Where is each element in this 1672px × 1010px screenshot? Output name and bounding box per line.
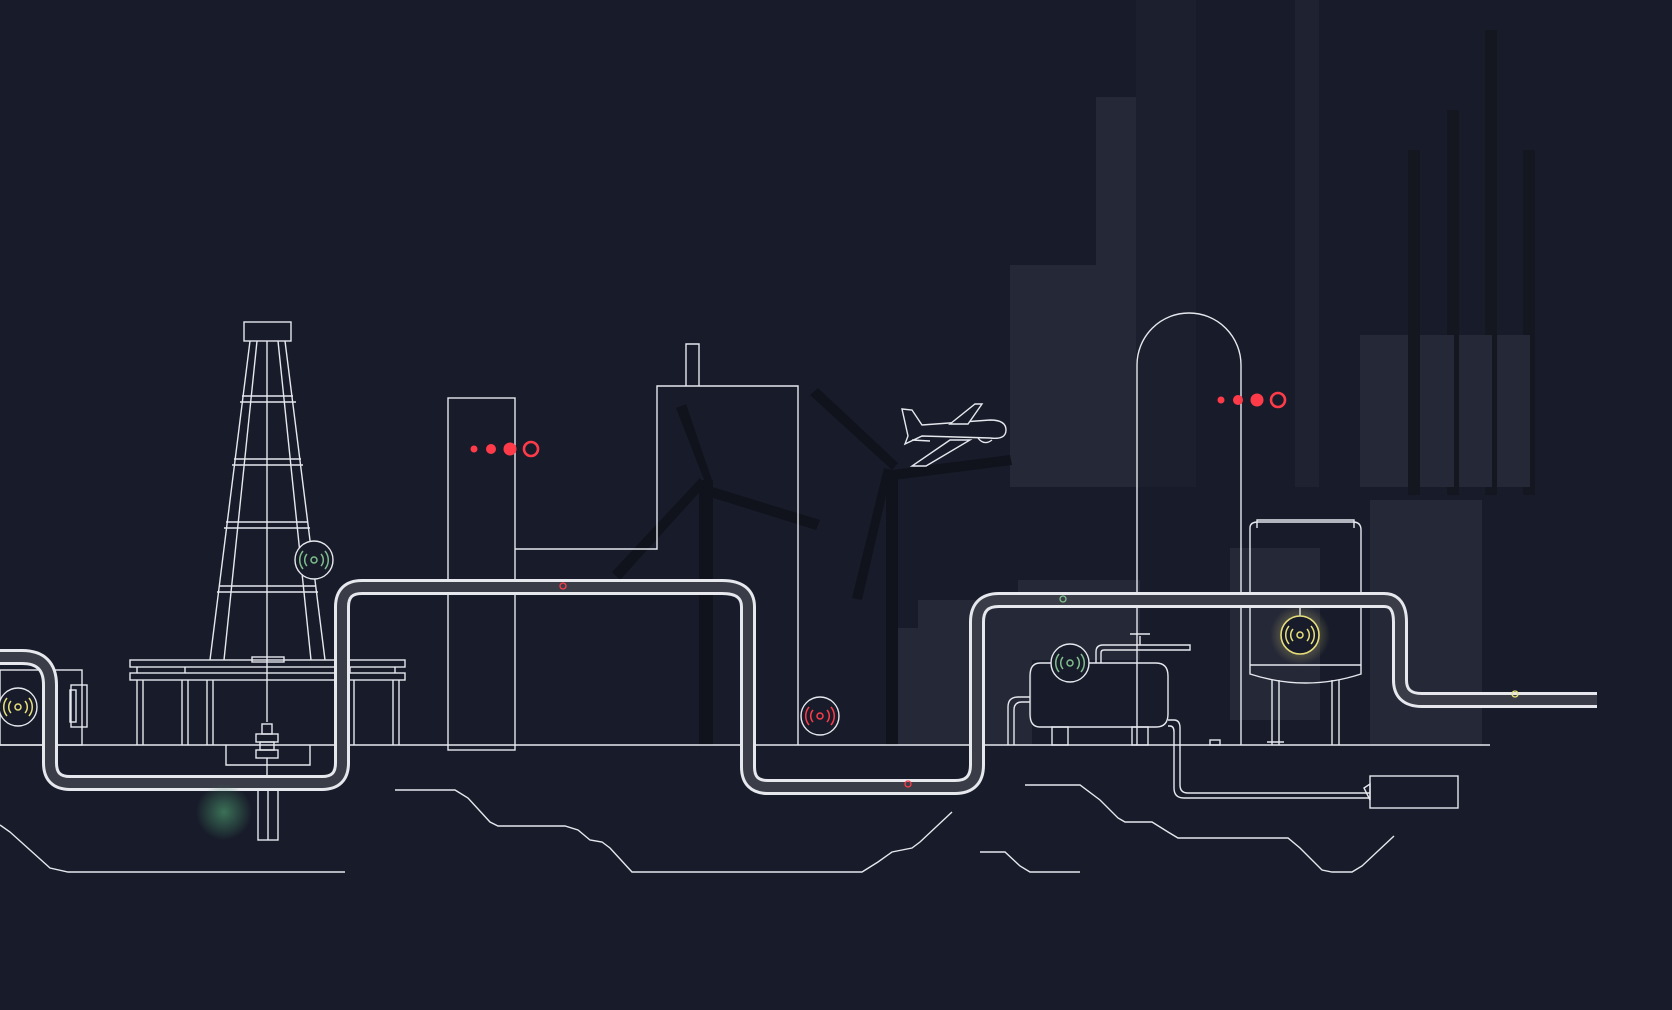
status-dots-icon [470,440,540,458]
terrain-lines [0,784,1395,873]
status-dots-icon [1217,391,1287,409]
pipe-marker-red [559,582,567,590]
oil-derrick-icon [129,321,406,841]
wireless-sensor-icon [0,687,38,727]
column-building [447,343,799,751]
pipe-marker-red [904,780,912,788]
underground-glow [196,784,252,840]
wireless-sensor-icon [1050,643,1090,683]
wind-turbine-icon [612,404,820,745]
pipe-marker-yellow [1511,690,1519,698]
wireless-sensor-icon [294,540,334,580]
drone-airplane-icon [901,403,1007,467]
wireless-sensor-icon [800,696,840,736]
main-pipeline [0,579,1597,795]
wind-turbine-icon [810,388,1012,745]
storage-tank-icon [1007,633,1459,809]
wireless-sensor-icon [1280,615,1320,655]
process-tower [1136,312,1242,745]
refinery-stack-bands [1428,335,1530,487]
pipe-marker-green [1059,595,1067,603]
